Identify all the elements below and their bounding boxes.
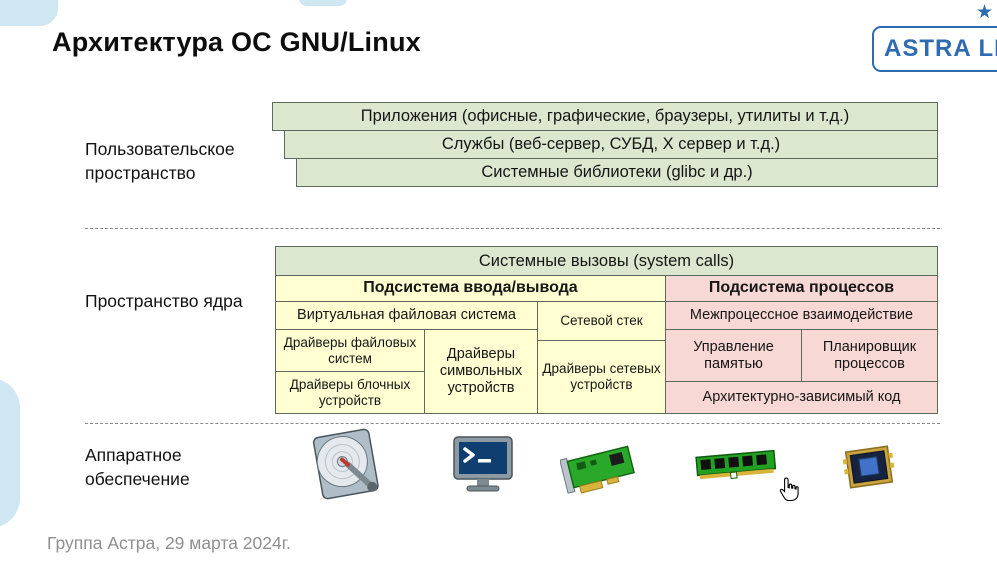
- decoration-corner-shape: [0, 0, 58, 26]
- cell-net-drivers: Драйверы сетевых устройств: [537, 340, 666, 414]
- cell-memory-management: Управление памятью: [665, 329, 802, 382]
- terminal-monitor-icon: [450, 433, 516, 502]
- kernel-hardware-separator: [85, 423, 940, 424]
- hard-disk-icon: [308, 428, 384, 507]
- cell-network-stack: Сетевой стек: [537, 301, 666, 341]
- user-space-label: Пользовательское пространство: [85, 139, 235, 183]
- decoration-top-shape: [299, 0, 347, 6]
- page-title: Архитектура ОС GNU/Linux: [52, 27, 421, 57]
- astra-linux-logo-text: ASTRA LIN: [884, 35, 997, 62]
- userspace-row-applications: Приложения (офисные, графические, браузе…: [272, 102, 938, 131]
- cell-vfs: Виртуальная файловая система: [275, 301, 538, 330]
- astra-linux-logo: ASTRA LIN: [872, 26, 997, 72]
- cell-system-calls: Системные вызовы (system calls): [275, 246, 938, 276]
- cpu-chip-icon: [840, 440, 898, 499]
- userspace-row-libraries: Системные библиотеки (glibc и др.): [296, 158, 938, 187]
- decoration-left-shape: [0, 378, 20, 528]
- cell-arch-dependent-code: Архитектурно-зависимый код: [665, 381, 938, 414]
- io-subsystem-header: Подсистема ввода/вывода: [275, 275, 666, 302]
- cell-char-drivers: Драйверы символьных устройств: [424, 329, 538, 414]
- network-card-icon: [559, 438, 646, 503]
- cell-fs-drivers: Драйверы файловых систем: [275, 329, 425, 372]
- cell-ipc: Межпроцессное взаимодействие: [665, 301, 938, 330]
- userspace-kernel-separator: [85, 228, 940, 229]
- kernel-space-label: Пространство ядра: [85, 291, 243, 311]
- footer-caption: Группа Астра, 29 марта 2024г.: [47, 533, 291, 553]
- process-subsystem-header: Подсистема процессов: [665, 275, 938, 302]
- hardware-label: Аппаратное обеспечение: [85, 445, 190, 489]
- cursor-hand-icon: [778, 476, 800, 508]
- cell-process-scheduler: Планировщик процессов: [801, 329, 938, 382]
- ram-module-icon: [694, 444, 778, 493]
- userspace-row-services: Службы (веб-сервер, СУБД, X сервер и т.д…: [284, 130, 938, 159]
- cell-block-drivers: Драйверы блочных устройств: [275, 371, 425, 414]
- star-icon: ★: [976, 2, 994, 23]
